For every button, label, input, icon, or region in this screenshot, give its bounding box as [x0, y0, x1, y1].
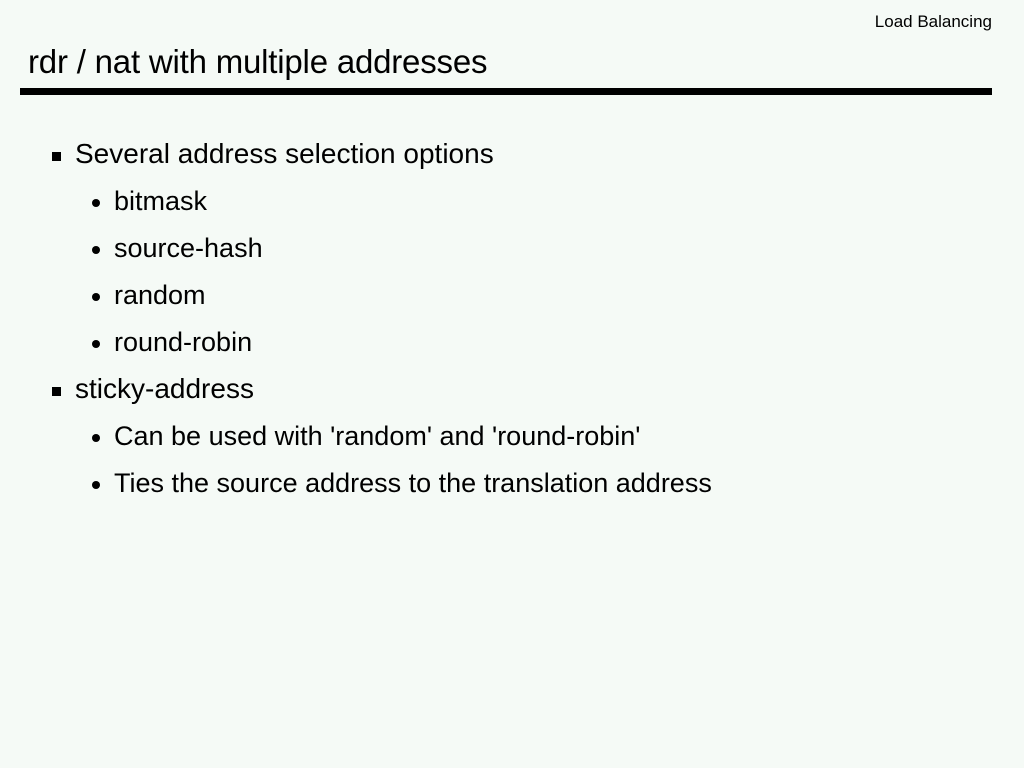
outline-item-label: random	[114, 280, 206, 310]
outline-item: source-hash	[0, 230, 1024, 277]
outline-item-label: source-hash	[114, 233, 263, 263]
outline-item-label: Several address selection options	[75, 138, 494, 169]
outline-item-label: Ties the source address to the translati…	[114, 468, 712, 498]
outline-item: sticky-address	[0, 371, 1024, 418]
outline-item: random	[0, 277, 1024, 324]
outline-item-label: bitmask	[114, 186, 208, 216]
disc-bullet-icon	[92, 340, 100, 348]
outline-item-label: Can be used with 'random' and 'round-rob…	[114, 421, 641, 451]
disc-bullet-icon	[92, 246, 100, 254]
square-bullet-icon	[52, 152, 61, 161]
outline-item: bitmask	[0, 183, 1024, 230]
disc-bullet-icon	[92, 293, 100, 301]
disc-bullet-icon	[92, 434, 100, 442]
outline-item: Can be used with 'random' and 'round-rob…	[0, 418, 1024, 465]
slide-title: rdr / nat with multiple addresses	[28, 43, 488, 80]
outline-item: round-robin	[0, 324, 1024, 371]
running-head: Load Balancing	[874, 12, 992, 31]
square-bullet-icon	[52, 387, 61, 396]
outline-item: Several address selection options	[0, 136, 1024, 183]
outline-item-label: sticky-address	[75, 373, 254, 404]
outline-item-label: round-robin	[114, 327, 253, 357]
outline-item: Ties the source address to the translati…	[0, 465, 1024, 512]
title-divider-rule	[20, 88, 992, 95]
disc-bullet-icon	[92, 481, 100, 489]
slide-body-outline: Several address selection options bitmas…	[0, 136, 1024, 512]
disc-bullet-icon	[92, 199, 100, 207]
